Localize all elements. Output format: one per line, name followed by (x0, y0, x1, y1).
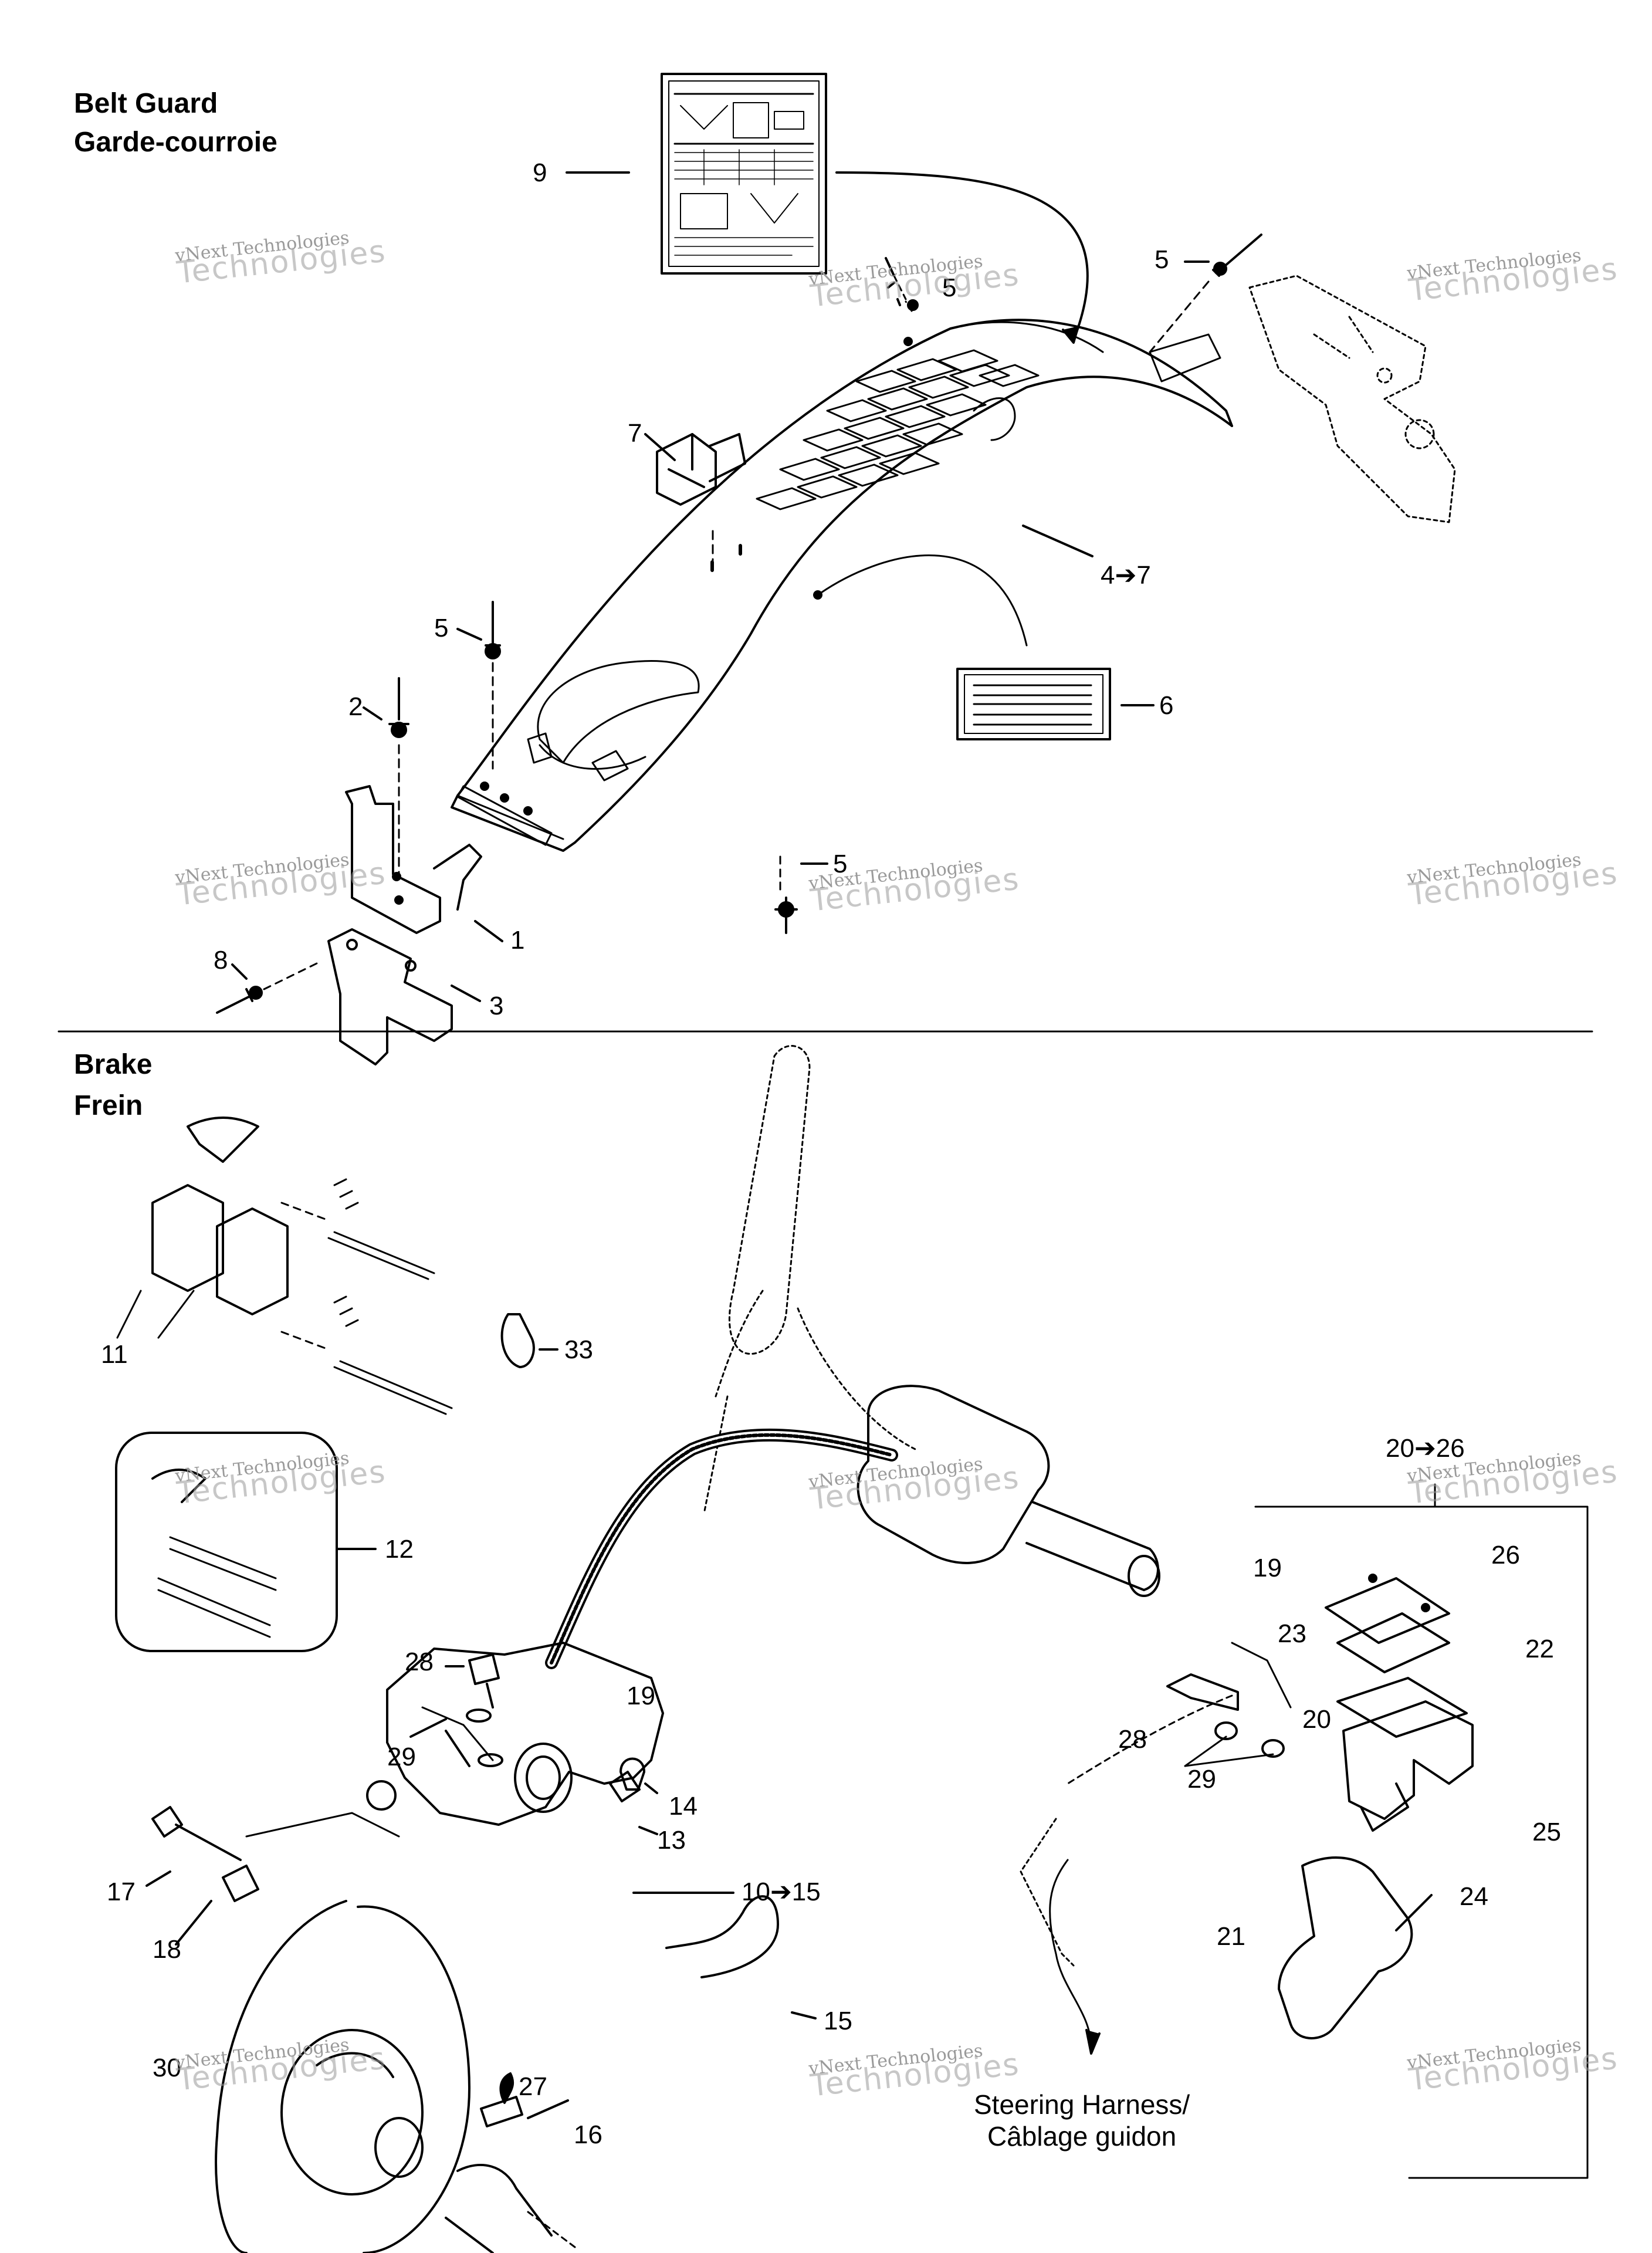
callout-20: 20 (1302, 1705, 1331, 1734)
callout-29-left: 29 (387, 1743, 416, 1771)
hose-part-15 (665, 1895, 779, 1978)
leader-3 (451, 985, 481, 1002)
banjo-bolt-part-28-right (1166, 1673, 1239, 1711)
callout-20-26: 20➔26 (1386, 1434, 1465, 1463)
callout-22: 22 (1525, 1635, 1554, 1663)
master-cylinder (1336, 1677, 1474, 1832)
rivet-part-5-right (1149, 234, 1262, 353)
washer-part-29-left (466, 1709, 492, 1723)
bleeder-cap-part-14 (620, 1757, 645, 1791)
callout-21: 21 (1217, 1922, 1245, 1951)
clip-part-18 (222, 1865, 259, 1902)
leader-1 (474, 920, 503, 942)
steering-harness-caption: Steering Harness/ Câblage guidon (974, 2089, 1190, 2152)
callout-5-bottom: 5 (833, 850, 848, 878)
callout-15: 15 (824, 2007, 852, 2035)
leader-7 (644, 433, 676, 461)
leader-8 (231, 963, 248, 980)
bracket-right (1248, 275, 1456, 523)
pad-pins (280, 1178, 453, 1415)
callout-5-top: 5 (942, 273, 957, 302)
bracket-20-26 (1254, 1506, 1589, 2179)
clip-part-7 (656, 433, 746, 561)
callout-1: 1 (510, 926, 525, 955)
callout-17: 17 (107, 1877, 136, 1906)
callout-3: 3 (489, 992, 504, 1020)
callout-19-right: 19 (1253, 1554, 1282, 1582)
key-part-16 (480, 2096, 523, 2127)
callout-28-right: 28 (1118, 1725, 1147, 1754)
callout-13: 13 (657, 1826, 686, 1855)
drop-icon (499, 2072, 514, 2104)
callout-33: 33 (564, 1335, 593, 1364)
callout-5-left: 5 (434, 614, 449, 642)
rivet-part-2 (388, 677, 409, 875)
leader-9-arrow (835, 171, 1089, 341)
callout-29-right: 29 (1187, 1765, 1216, 1794)
brake-title-en: Brake (74, 1049, 153, 1080)
leader-2 (363, 706, 382, 720)
callout-14: 14 (669, 1792, 698, 1821)
rivet-part-5-top (885, 257, 919, 312)
brake-caliper (366, 1642, 664, 1826)
callout-18: 18 (153, 1935, 181, 1964)
rivet-part-5-left (485, 601, 501, 770)
callout-6: 6 (1159, 691, 1174, 720)
callout-27: 27 (519, 2072, 547, 2101)
brake-disc (215, 1900, 470, 2253)
callout-10-15: 10➔15 (742, 1877, 821, 1906)
brake-title-fr: Frein (74, 1090, 143, 1121)
leader-4-7 (1022, 525, 1094, 557)
rivet-part-8 (216, 962, 318, 1014)
callout-11: 11 (101, 1340, 128, 1369)
leader-16 (527, 2099, 569, 2119)
bracket-part-3 (327, 928, 453, 1065)
instruction-label-part-9 (661, 73, 827, 275)
belt-guard-title-en: Belt Guard (74, 88, 218, 119)
callout-25: 25 (1532, 1818, 1561, 1846)
washer-part-29-right (1214, 1721, 1238, 1740)
belt-guard-title-fr: Garde-courroie (74, 127, 277, 158)
callout-5-right: 5 (1155, 245, 1169, 274)
callout-7: 7 (628, 419, 642, 448)
handlebar-grip (857, 1385, 1160, 1597)
callout-2: 2 (348, 692, 363, 721)
callout-28-left: 28 (405, 1648, 434, 1676)
banjo-bolt-part-28-left (468, 1653, 500, 1709)
bolt-part-17 (151, 1806, 242, 1861)
brake-pads-part-11 (151, 1117, 289, 1315)
bracket-part-1 (345, 785, 482, 934)
callout-8: 8 (214, 946, 228, 975)
guard-rod (456, 785, 553, 846)
callout-19-left: 19 (627, 1682, 655, 1710)
pad-kit-part-12 (115, 1432, 338, 1652)
callout-26: 26 (1491, 1541, 1520, 1569)
callout-4-7: 4➔7 (1101, 561, 1151, 590)
belt-guard-body (451, 319, 1233, 852)
callout-12: 12 (385, 1535, 414, 1564)
handlebar-outline (703, 1045, 916, 1515)
callout-24: 24 (1460, 1882, 1488, 1911)
callout-30: 30 (153, 2054, 181, 2082)
steering-harness-line2: Câblage guidon (987, 2121, 1177, 2151)
leader-5-left (456, 628, 482, 641)
brake-lever (1278, 1856, 1433, 2039)
reservoir-cover (1325, 1574, 1450, 1673)
rivet-part-5-bottom (774, 855, 798, 934)
callout-9: 9 (533, 158, 547, 187)
warning-label-part-6 (956, 668, 1111, 740)
steering-harness-line1: Steering Harness/ (974, 2089, 1190, 2120)
leader-29-left (421, 1706, 494, 1761)
drive-shaft (445, 2164, 553, 2253)
callout-23: 23 (1278, 1619, 1306, 1648)
leader-11 (116, 1290, 195, 1339)
callout-16: 16 (574, 2120, 602, 2149)
tie-wrap-part-33 (500, 1313, 535, 1368)
